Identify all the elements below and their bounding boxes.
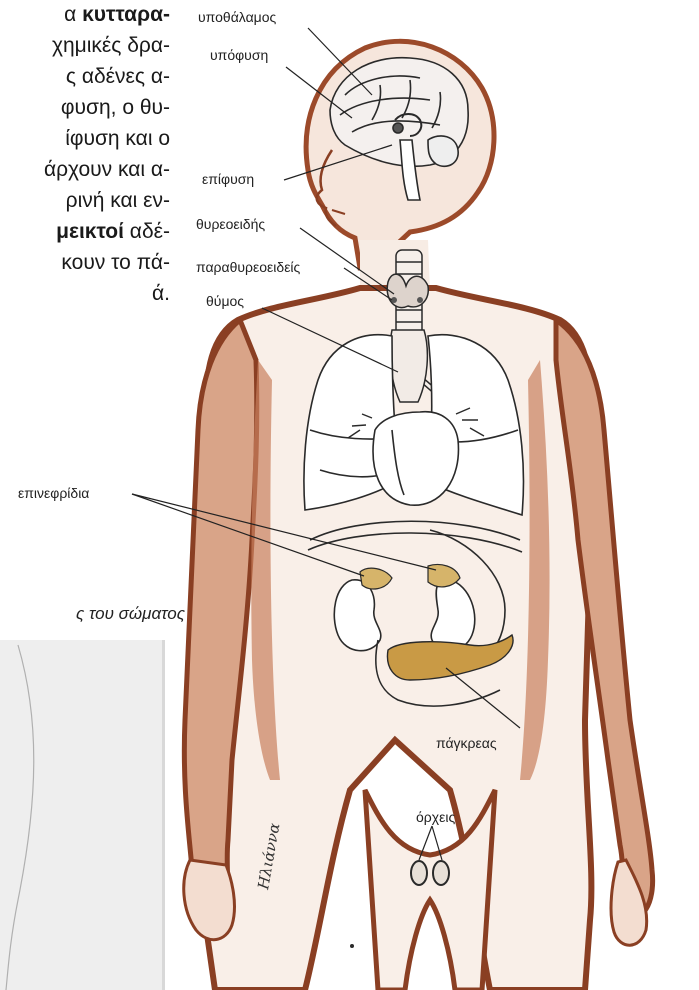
left-hand	[184, 860, 235, 940]
navel-dot	[350, 944, 354, 948]
label-testes: όρχεις	[416, 809, 455, 825]
label-parathyroid: παραθυρεοειδείς	[196, 259, 301, 275]
label-pancreas: πάγκρεας	[436, 735, 497, 751]
side-box-curve	[6, 645, 34, 990]
testis-right	[433, 861, 449, 885]
label-pineal: επίφυση	[202, 171, 254, 187]
label-pituitary: υπόφυση	[210, 47, 268, 63]
label-adrenal: επινεφρίδια	[18, 485, 89, 501]
label-thyroid: θυρεοειδής	[196, 216, 265, 232]
label-thymus: θύμος	[206, 293, 244, 309]
thymus-gland	[390, 330, 427, 402]
testis-left	[411, 861, 427, 885]
label-hypothalamus: υποθάλαμος	[198, 9, 277, 25]
parathyroid-dot	[417, 297, 423, 303]
